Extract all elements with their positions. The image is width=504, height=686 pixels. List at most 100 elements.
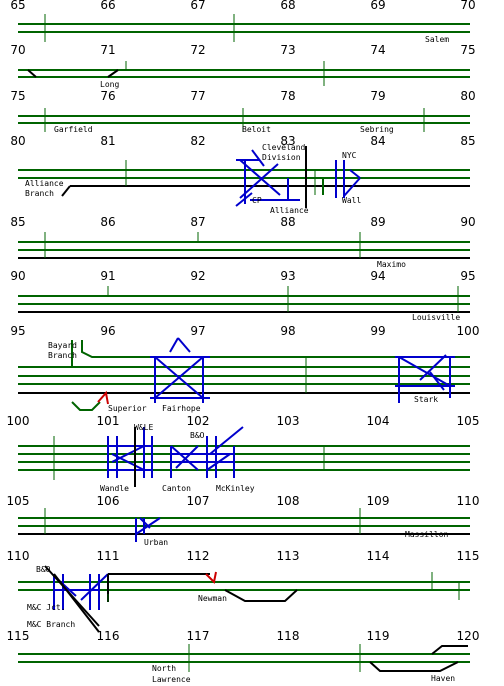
milepost-109: 109 (367, 494, 390, 508)
station-label-wall: Wall (342, 196, 361, 205)
milepost-75: 75 (460, 43, 475, 57)
milepost-99: 99 (370, 324, 385, 338)
milepost-76: 76 (100, 89, 115, 103)
fairhope-crossing (150, 337, 210, 403)
milepost-106: 106 (97, 494, 120, 508)
milepost-69: 69 (370, 0, 385, 12)
milepost-84: 84 (370, 134, 385, 148)
milepost-73: 73 (280, 43, 295, 57)
station-label-alliance-branch-2: Branch (25, 189, 54, 198)
station-label-north-lawrence-1: North (152, 664, 176, 673)
milepost-66: 66 (100, 0, 115, 12)
milepost-114: 114 (367, 549, 390, 563)
segment-90-95: Louisville (18, 286, 470, 322)
milepost-120: 120 (457, 629, 480, 643)
station-label-mckinley: McKinley (216, 484, 255, 493)
milepost-90: 90 (460, 215, 475, 229)
station-label-north-lawrence-2: Lawrence (152, 675, 191, 684)
milepost-83: 83 (280, 134, 295, 148)
milepost-70: 70 (10, 43, 25, 57)
station-label-maximo: Maximo (377, 260, 406, 269)
milepost-97: 97 (190, 324, 205, 338)
station-label-garfield: Garfield (54, 125, 93, 134)
station-label-cleveland-division-2: Division (262, 153, 301, 162)
station-label-massillon: Massillon (405, 530, 449, 539)
station-label-newman: Newman (198, 594, 227, 603)
station-label-wandle: Wandle (100, 484, 129, 493)
segment-75-80: Garfield Beloit Sebring (18, 108, 470, 134)
station-label-bo-110: B&O (36, 565, 51, 574)
milepost-88: 88 (280, 215, 295, 229)
segment-80-85: Alliance Branch Cleveland Division NYC C… (18, 143, 470, 215)
milepost-100: 100 (7, 414, 30, 428)
segment-105-110: Urban Massillon (18, 508, 470, 547)
milepost-100: 100 (457, 324, 480, 338)
station-label-cleveland-division-1: Cleveland (262, 143, 306, 152)
milepost-95: 95 (10, 324, 25, 338)
milepost-81: 81 (100, 134, 115, 148)
segment-115-120: North Lawrence Haven (18, 644, 470, 684)
station-label-urban: Urban (144, 538, 168, 547)
milepost-89: 89 (370, 215, 385, 229)
milepost-85: 85 (10, 215, 25, 229)
milepost-79: 79 (370, 89, 385, 103)
milepost-104: 104 (367, 414, 390, 428)
milepost-68: 68 (280, 0, 295, 12)
segment-85-90: Maximo (18, 232, 470, 269)
milepost-105: 105 (457, 414, 480, 428)
milepost-95: 95 (460, 269, 475, 283)
canton-mckinley-crossing (170, 426, 244, 478)
wandle-crossing (107, 427, 153, 478)
station-label-mc-branch: M&C Branch (27, 620, 75, 629)
station-label-beloit: Beloit (242, 125, 271, 134)
milepost-118: 118 (277, 629, 300, 643)
segment-95-100: Bayard Branch Superior Fairhope Stark (18, 337, 470, 413)
station-label-wle: W&LE (134, 423, 153, 432)
station-label-alliance-branch-1: Alliance (25, 179, 64, 188)
milepost-98: 98 (280, 324, 295, 338)
milepost-96: 96 (100, 324, 115, 338)
station-label-nyc: NYC (342, 151, 357, 160)
milepost-115: 115 (457, 549, 480, 563)
milepost-72: 72 (190, 43, 205, 57)
station-label-alliance: Alliance (270, 206, 309, 215)
milepost-110: 110 (457, 494, 480, 508)
milepost-94: 94 (370, 269, 385, 283)
milepost-75: 75 (10, 89, 25, 103)
milepost-87: 87 (190, 215, 205, 229)
milepost-90: 90 (10, 269, 25, 283)
station-label-bayard-branch-2: Branch (48, 351, 77, 360)
milepost-110: 110 (7, 549, 30, 563)
station-label-fairhope: Fairhope (162, 404, 201, 413)
milepost-71: 71 (100, 43, 115, 57)
milepost-80: 80 (10, 134, 25, 148)
station-label-salem: Salem (425, 35, 449, 44)
urban-crossing (135, 517, 161, 542)
milepost-113: 113 (277, 549, 300, 563)
milepost-67: 67 (190, 0, 205, 12)
station-label-bayard-branch-1: Bayard (48, 341, 77, 350)
station-label-sebring: Sebring (360, 125, 394, 134)
stark-crossing (395, 354, 455, 403)
milepost-103: 103 (277, 414, 300, 428)
station-label-stark: Stark (414, 395, 438, 404)
milepost-108: 108 (277, 494, 300, 508)
station-label-long: Long (100, 80, 119, 89)
segment-65-70: Salem (18, 14, 470, 44)
milepost-119: 119 (367, 629, 390, 643)
segment-110-115: B&O Newman M&C Jct. M&C Branch (18, 565, 470, 633)
milepost-85: 85 (460, 134, 475, 148)
wall-crossing (335, 160, 361, 198)
milepost-111: 111 (97, 549, 120, 563)
milepost-74: 74 (370, 43, 385, 57)
milepost-101: 101 (97, 414, 120, 428)
milepost-102: 102 (187, 414, 210, 428)
milepost-82: 82 (190, 134, 205, 148)
milepost-105: 105 (7, 494, 30, 508)
milepost-65: 65 (10, 0, 25, 12)
milepost-92: 92 (190, 269, 205, 283)
milepost-116: 116 (97, 629, 120, 643)
milepost-91: 91 (100, 269, 115, 283)
milepost-115: 115 (7, 629, 30, 643)
